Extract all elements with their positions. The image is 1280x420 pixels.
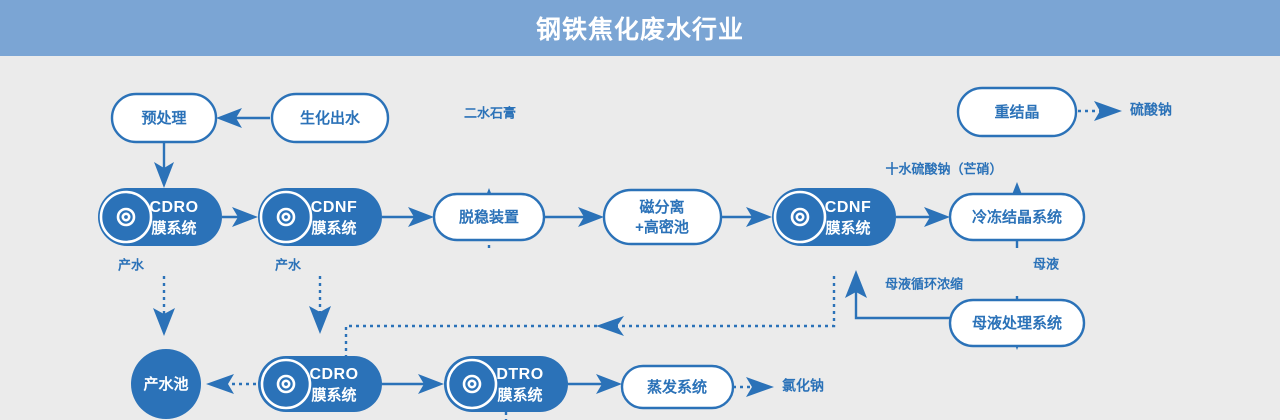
membrane-target-icon [99,190,153,244]
node-dtro-membrane[interactable]: DTRO 膜系统 [444,356,568,412]
edge-pretreatment-to-cdro1 [154,142,174,188]
node-pretreatment-label: 预处理 [141,109,186,127]
node-cdnf-membrane-1-label-en: CDNF [311,199,357,216]
edge-cdnf2-recycle-to-cdro2 [344,276,836,356]
edge-cdnf2-to-freeze-crystal [896,207,950,227]
edge-magnetic-to-cdnf2 [721,207,772,227]
node-evaporation-system-label: 蒸发系统 [647,378,707,396]
node-cdnf-membrane-1-label-cn: 膜系统 [311,219,356,237]
edge-destabilizer-to-magnetic [545,207,604,227]
label-sodium-sulfate: 硫酸钠 [1130,102,1172,118]
edge-dtro-recycle-to-product-water-pool [504,412,508,420]
node-magnetic-separation[interactable]: 磁分离 +高密池 [602,188,723,246]
node-magnetic-separation-label-2: +高密池 [635,218,689,236]
node-pretreatment[interactable]: 预处理 [110,92,218,144]
node-product-water-pool[interactable]: 产水池 [131,349,201,419]
membrane-target-icon [260,358,312,410]
label-produced-water-2: 产水 [275,257,302,272]
membrane-target-icon [446,358,498,410]
node-freeze-crystallization-system[interactable]: 冷冻结晶系统 [948,192,1086,242]
edge-cdro1-to-cdnf1 [222,207,258,227]
node-evaporation-system[interactable]: 蒸发系统 [620,364,735,410]
node-cdnf-membrane-2-label-en: CDNF [825,199,871,216]
node-recrystallization[interactable]: 重结晶 [956,86,1078,138]
node-dtro-membrane-label-en: DTRO [496,366,543,383]
node-biochem-effluent[interactable]: 生化出水 [270,92,390,144]
node-cdro-membrane-2-label-cn: 膜系统 [311,386,356,404]
node-cdro-membrane-1-label-cn: 膜系统 [151,219,196,237]
label-produced-water-1: 产水 [118,257,145,272]
membrane-target-icon [773,190,827,244]
edge-cdro1-to-product-water-pool [153,276,175,336]
node-cdnf-membrane-2-label-cn: 膜系统 [825,219,870,237]
label-sodium-chloride: 氯化钠 [782,378,824,394]
node-recrystallization-label: 重结晶 [994,103,1039,121]
page-header: 钢铁焦化废水行业 [0,0,1280,56]
node-cdnf-membrane-1[interactable]: CDNF 膜系统 [258,188,382,246]
node-destabilizer[interactable]: 脱稳装置 [432,192,546,242]
edge-dtro-to-evaporation [568,374,622,394]
node-cdro-membrane-1[interactable]: CDRO 膜系统 [98,188,222,246]
node-mother-liquor-treatment-label: 母液处理系统 [972,314,1062,332]
edge-cdro2-to-product-water-pool [206,374,256,394]
edge-biochem-to-pretreatment [216,108,270,128]
edge-recrystallization-to-sodium-sulfate [1078,101,1122,121]
node-biochem-effluent-label: 生化出水 [300,109,361,127]
edge-cdro2-to-dtro [382,374,444,394]
label-mirabilite: 十水硫酸钠（芒硝） [885,161,1002,176]
label-gypsum-dihydrate: 二水石膏 [464,105,516,120]
label-mother-liquor-recirculation: 母液循环浓缩 [885,276,963,291]
node-freeze-crystallization-label: 冷冻结晶系统 [972,208,1062,226]
edge-cdnf1-to-destabilizer [382,207,434,227]
page-title: 钢铁焦化废水行业 [535,16,744,44]
flow-diagram-canvas: 预处理 生化出水 CDRO 膜系统 [0,56,1280,420]
edge-evaporation-to-sodium-chloride [733,377,774,397]
edge-cdnf1-to-cdro2 [309,276,331,334]
label-mother-liquor: 母液 [1033,256,1059,271]
node-cdnf-membrane-2[interactable]: CDNF 膜系统 [772,188,896,246]
node-cdro-membrane-2[interactable]: CDRO 膜系统 [258,356,382,412]
node-cdro-membrane-1-label-en: CDRO [149,199,198,216]
node-mother-liquor-treatment-system[interactable]: 母液处理系统 [948,298,1086,348]
node-cdro-membrane-2-label-en: CDRO [309,366,358,383]
node-product-water-pool-label: 产水池 [143,375,188,393]
node-dtro-membrane-label-cn: 膜系统 [497,386,542,404]
membrane-target-icon [259,190,313,244]
node-magnetic-separation-label-1: 磁分离 [639,198,684,216]
node-destabilizer-label: 脱稳装置 [459,208,519,226]
